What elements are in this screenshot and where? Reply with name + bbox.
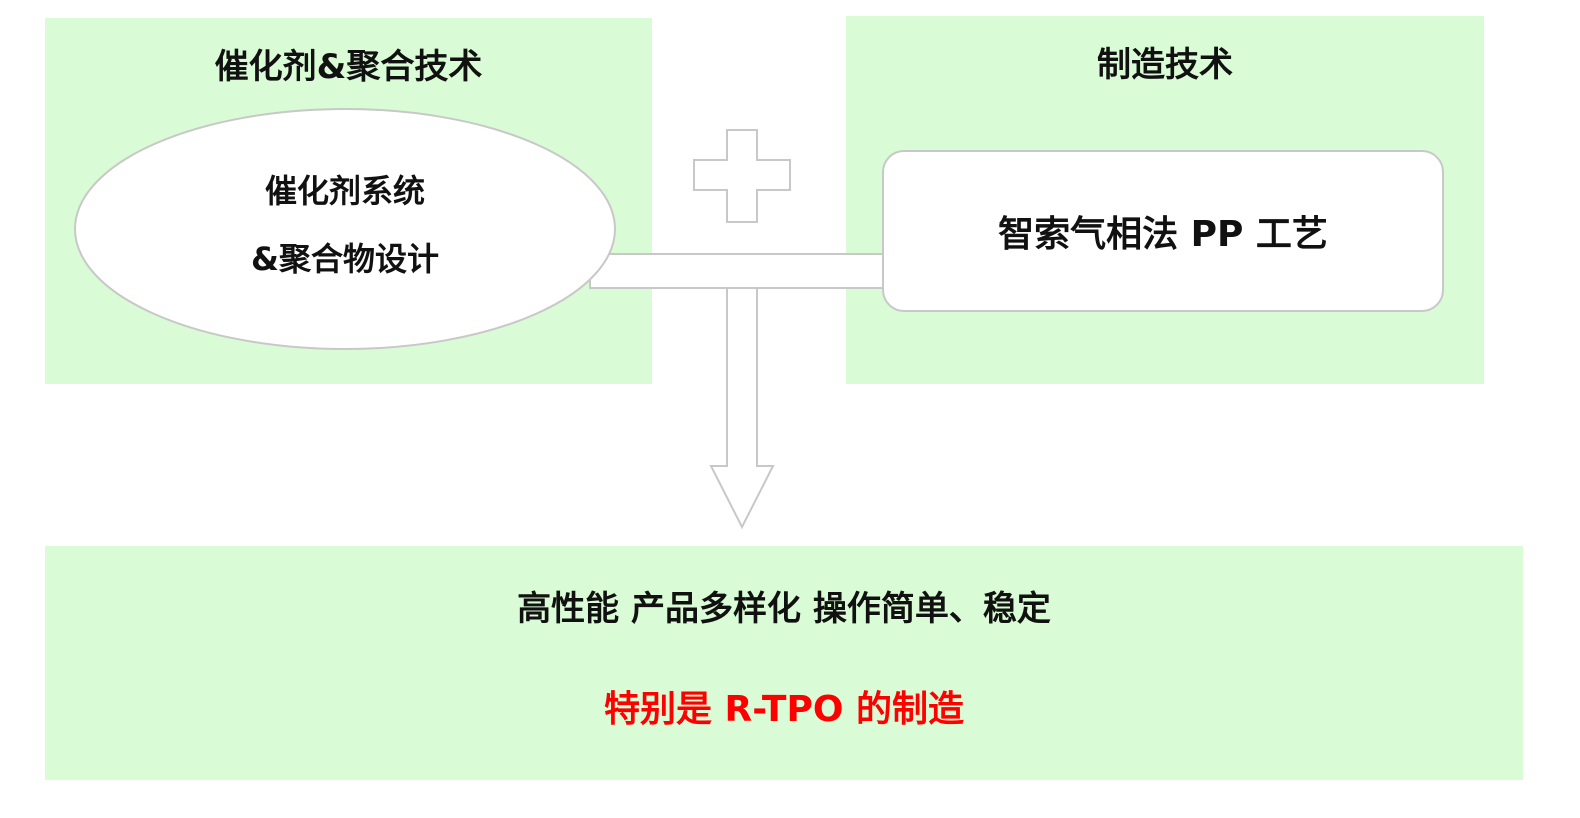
plus-icon [693, 129, 791, 223]
catalyst-polymerization-title: 催化剂&聚合技术 [214, 47, 483, 87]
polymer-design-label: &聚合物设计 [251, 240, 439, 278]
manufacturing-technology-title: 制造技术 [1097, 45, 1233, 85]
highlight-text: 特别是 R-TPO 的制造 [604, 689, 964, 730]
outcome-text: 高性能 产品多样化 操作简单、稳定 [517, 589, 1051, 629]
process-box: 智索气相法 PP 工艺 [882, 150, 1444, 312]
catalyst-system-label: 催化剂系统 [264, 172, 425, 210]
result-panel [45, 546, 1523, 780]
down-arrow-icon [709, 287, 775, 530]
process-label: 智索气相法 PP 工艺 [998, 214, 1328, 255]
